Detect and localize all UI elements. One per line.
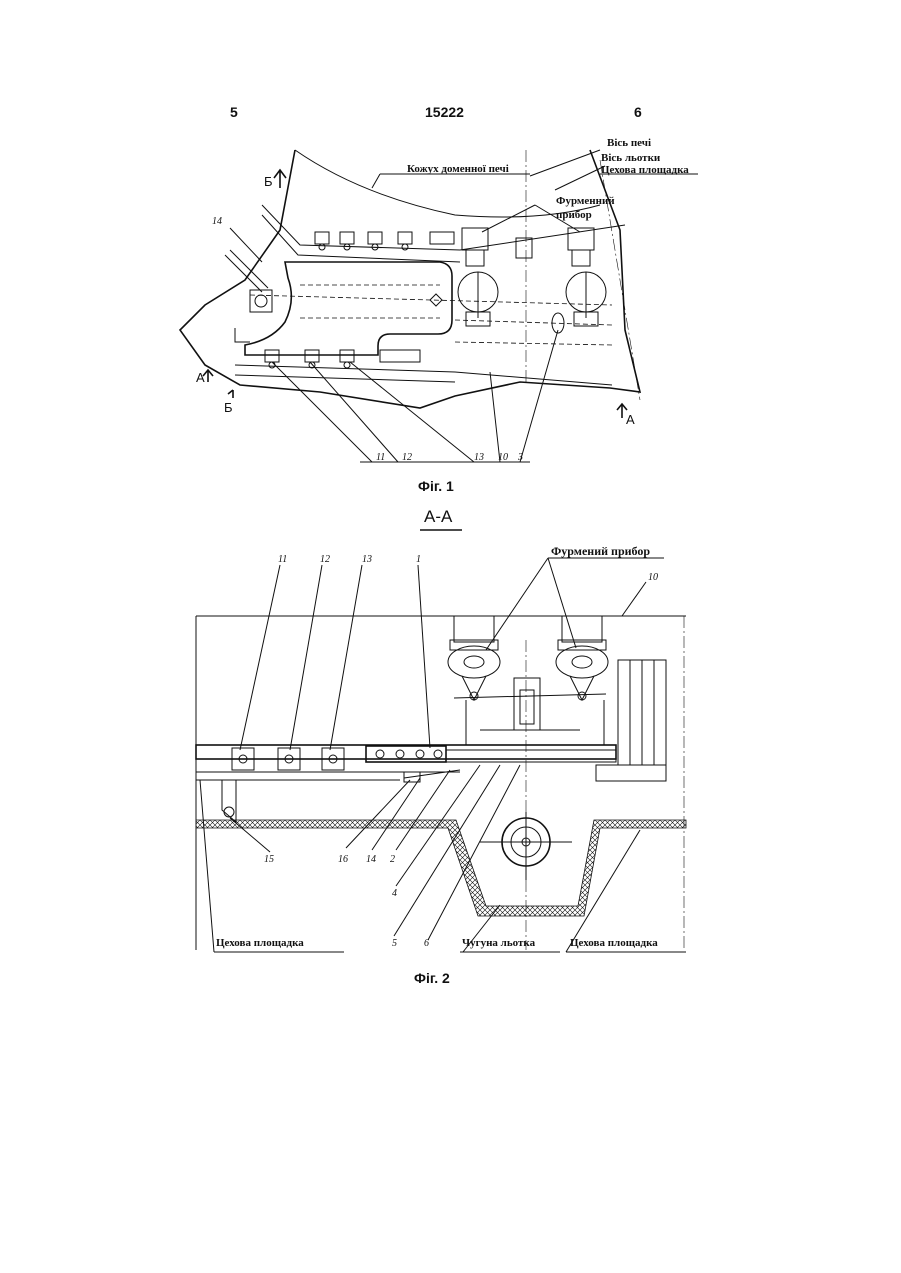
tuyere-device-right xyxy=(556,616,608,700)
label-shop-floor-left: Цехова площадка xyxy=(216,937,304,949)
figure-1-callout-10: 10 xyxy=(498,452,508,463)
figure-2-callout-15: 15 xyxy=(264,854,274,865)
figure-2-caption: Фіг. 2 xyxy=(414,970,450,986)
roller xyxy=(434,750,442,758)
callout-leader-13 xyxy=(330,565,362,750)
figure-1-caption: Фіг. 1 xyxy=(418,478,454,494)
shop-floor-leader xyxy=(200,780,214,952)
callout-leader-14 xyxy=(372,778,420,850)
label-section-a-left: А xyxy=(196,370,205,385)
callout-leader-14 xyxy=(230,228,262,262)
figure-1-callout-3: 3 xyxy=(517,452,523,463)
roller xyxy=(376,750,384,758)
slide-rail xyxy=(446,750,616,762)
dashed-line xyxy=(455,320,612,325)
end-block xyxy=(596,765,666,781)
central-pillar-inner xyxy=(520,690,534,724)
shop-floor-leader-right xyxy=(566,830,640,952)
callout-leader-1 xyxy=(418,565,430,748)
figure-2-callout-4: 4 xyxy=(392,888,397,899)
figure-2-callout-14: 14 xyxy=(366,854,376,865)
figure-1-callouts: 14 11 12 13 10 3 xyxy=(212,216,523,463)
figure-1-drawing: Вісь печі Вісь льотки Цехова площадка Ко… xyxy=(180,137,698,463)
support-leg xyxy=(222,780,236,822)
label-furnace-shell: Кожух доменної печі xyxy=(407,163,509,175)
figure-2-callout-11: 11 xyxy=(278,554,287,565)
roller xyxy=(396,750,404,758)
callout-leader-12 xyxy=(290,565,322,750)
axis-leader xyxy=(530,150,600,176)
callout-leader-12 xyxy=(310,362,398,462)
callout-leader-10 xyxy=(622,582,646,616)
label-tuyere-line2: прибор xyxy=(556,209,592,221)
figure-2-callout-13: 13 xyxy=(362,554,372,565)
figure-2-callout-6: 6 xyxy=(424,938,429,949)
tuyere-leader xyxy=(486,558,548,650)
figure-1-callout-13: 13 xyxy=(474,452,484,463)
lower-rail-2 xyxy=(235,375,455,382)
floor-and-trough xyxy=(196,820,686,916)
dashed-line xyxy=(250,295,612,305)
label-section-b-top: Б xyxy=(264,174,273,189)
tuyere-device-left xyxy=(448,616,500,700)
figure-2-callouts: 11 12 13 1 10 15 16 14 2 4 5 6 xyxy=(264,554,658,949)
callout-leader-13 xyxy=(350,362,474,462)
callout-leader-3 xyxy=(520,330,558,462)
label-shop-floor: Цехова площадка xyxy=(601,164,689,176)
main-beam xyxy=(196,745,616,759)
label-tuyere-line1: Фурменний xyxy=(556,195,615,207)
section-b-arrow-bottom xyxy=(228,390,233,398)
section-title: А-А xyxy=(424,507,453,526)
figure-2-drawing: А-А xyxy=(196,507,686,952)
shell-leader xyxy=(372,174,380,188)
lower-carriage-wheels xyxy=(265,350,420,368)
figure-1-callout-14: 14 xyxy=(212,216,222,227)
figure-1-callout-12: 12 xyxy=(402,452,412,463)
label-section-a-right: А xyxy=(626,412,635,427)
inner-cutout xyxy=(245,262,452,355)
left-drive-mechanism xyxy=(225,250,442,342)
dashed-line xyxy=(455,342,612,345)
callout-leader-11 xyxy=(272,362,372,462)
section-b-arrow-top xyxy=(274,170,286,188)
tuyere-device-right xyxy=(566,228,606,326)
figure-1-callout-11: 11 xyxy=(376,452,385,463)
central-pillar xyxy=(514,678,540,730)
label-shop-floor-right: Цехова площадка xyxy=(570,937,658,949)
figure-2-callout-16: 16 xyxy=(338,854,348,865)
tuyere-device-left xyxy=(458,228,498,326)
figure-2-callout-2: 2 xyxy=(390,854,395,865)
callout-leader-16 xyxy=(346,780,410,848)
callout-leader-11 xyxy=(240,565,280,750)
roller xyxy=(416,750,424,758)
label-furnace-axis: Вісь печі xyxy=(607,137,651,149)
axis-leader xyxy=(555,166,605,190)
figure-2-callout-12: 12 xyxy=(320,554,330,565)
label-taphole-axis: Вісь льотки xyxy=(601,152,661,164)
label-tuyere: Фурмений прибор xyxy=(551,544,650,558)
label-iron-trough: Чугуна льотка xyxy=(462,937,536,949)
label-section-b-bottom: Б xyxy=(224,400,233,415)
figure-2-callout-5: 5 xyxy=(392,938,397,949)
linkage-arm xyxy=(404,770,460,778)
figure-2-callout-1: 1 xyxy=(416,554,421,565)
figure-2-callout-10: 10 xyxy=(648,572,658,583)
shell-arc xyxy=(295,150,600,217)
tuyere-leader xyxy=(482,205,535,232)
callout-leader-10 xyxy=(490,372,500,462)
